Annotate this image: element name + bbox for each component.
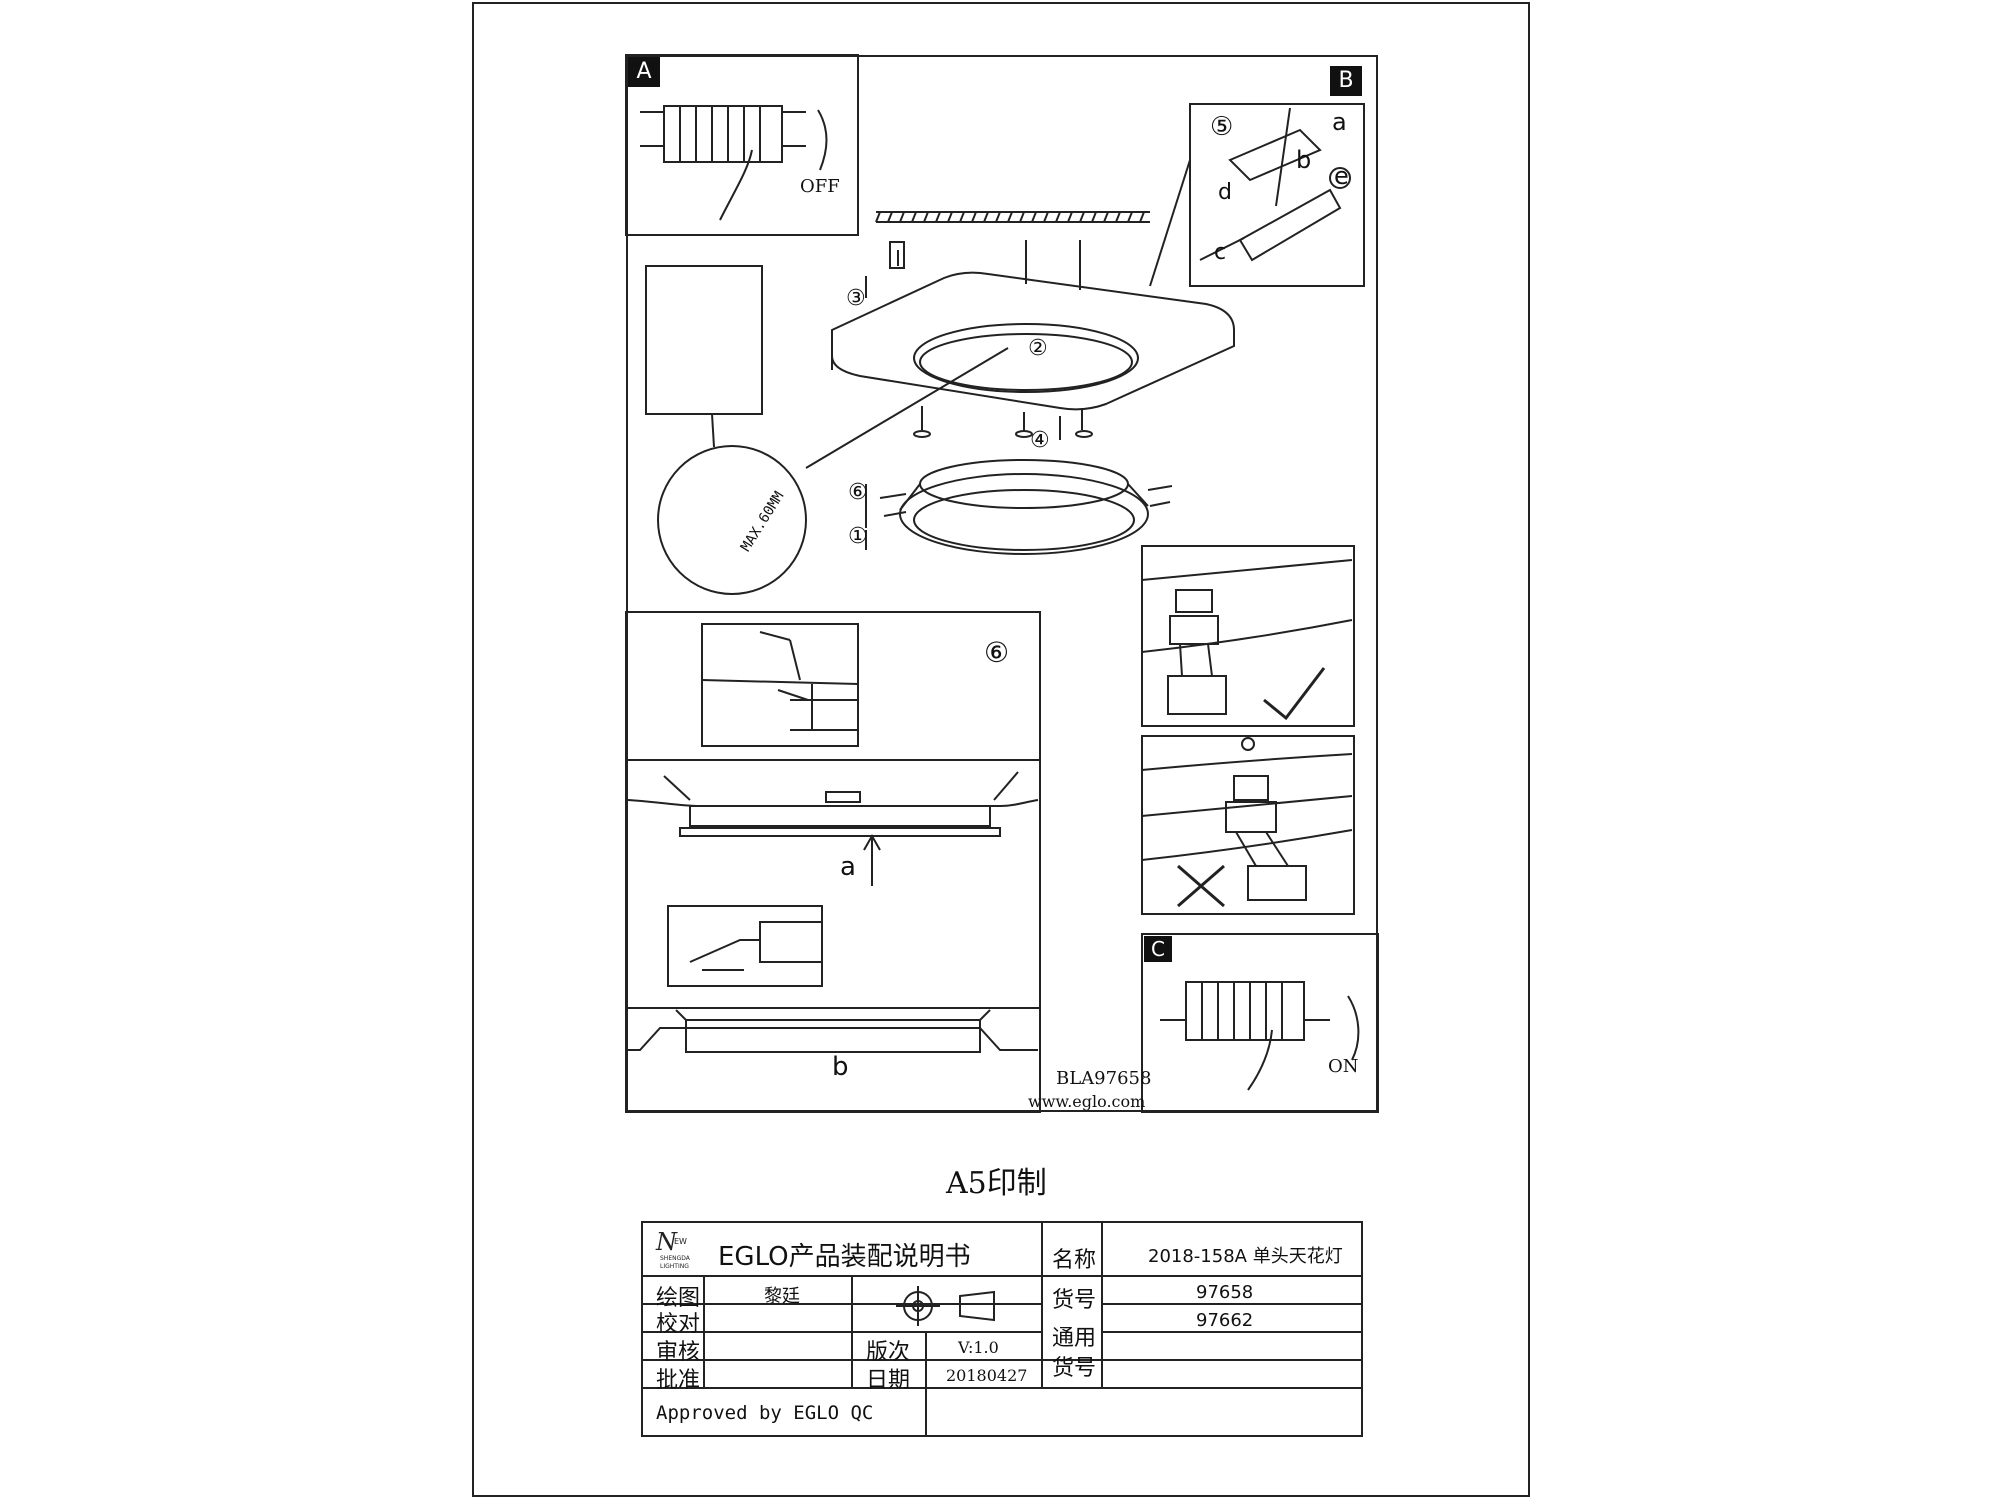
doc-title: EGLO产品装配说明书: [718, 1242, 971, 1272]
approve-label: 批准: [656, 1368, 701, 1393]
section-b: [628, 1009, 1038, 1053]
common-label-2: 货号: [1052, 1356, 1097, 1381]
check-label: 校对: [656, 1312, 701, 1337]
approved-by: Approved by EGLO QC: [656, 1402, 874, 1424]
common-value-1: 97662: [1196, 1310, 1254, 1331]
wire-a-label: a: [1332, 108, 1347, 136]
review-label: 审核: [656, 1340, 701, 1365]
breaker-block-c: [1160, 981, 1360, 1091]
off-label: OFF: [800, 176, 840, 197]
round-downlight: [865, 459, 1173, 555]
wire-d-label: d: [1218, 180, 1232, 205]
svg-text:N: N: [655, 1228, 678, 1256]
item-value: 97658: [1196, 1282, 1254, 1303]
clip-correct-frame: [1141, 545, 1355, 727]
step-5-marker: ⑤: [1210, 112, 1234, 142]
ceiling-hatch: [875, 211, 1150, 223]
wire-c-label: c: [1214, 240, 1227, 265]
wire-e-label: e: [1334, 162, 1349, 190]
name-value: 2018-158A 单头天花灯: [1148, 1246, 1343, 1267]
website: www.eglo.com: [1028, 1092, 1146, 1111]
section-b-label: b: [832, 1052, 849, 1082]
section-a-label: a: [840, 852, 856, 882]
wire-b-label: b: [1296, 146, 1312, 174]
wire-strip-inset: [645, 265, 763, 415]
step-2-marker: ②: [1028, 336, 1048, 361]
step-6-marker: ⑥: [848, 480, 868, 505]
section-a: [627, 771, 1039, 886]
date-value: 20180427: [946, 1366, 1028, 1385]
panel-b-detail-frame: [1189, 103, 1365, 287]
step-4-marker: ④: [1030, 428, 1050, 453]
inset-details: [689, 631, 859, 971]
clip-correct: [1141, 559, 1353, 721]
panel-c-frame: [1141, 933, 1379, 1113]
step-c-label: C: [1144, 936, 1172, 962]
step-6-panel-marker: ⑥: [984, 636, 1010, 669]
step-3-marker: ③: [846, 286, 866, 311]
panel-6-frame: [625, 611, 1041, 1113]
wire-zoom-circle: [657, 445, 807, 595]
step-1-marker: ①: [848, 524, 868, 549]
company-logo: N EW SHENGDA LIGHTING: [652, 1228, 708, 1272]
svg-text:EW: EW: [674, 1237, 687, 1246]
clip-wrong: [1141, 737, 1353, 908]
breaker-block-a: [640, 105, 828, 221]
model-code: BLA97658: [1056, 1068, 1152, 1089]
drawn-value: 黎廷: [764, 1286, 800, 1307]
svg-text:SHENGDA: SHENGDA: [660, 1255, 691, 1262]
name-label: 名称: [1052, 1248, 1097, 1273]
item-label: 货号: [1052, 1288, 1097, 1313]
version-label: 版次: [866, 1340, 911, 1365]
version-value: V:1.0: [958, 1338, 999, 1357]
page-border: [472, 2, 1530, 1497]
common-label-1: 通用: [1052, 1326, 1097, 1351]
step-a-label: A: [628, 57, 660, 87]
mounting-frame: [831, 240, 1235, 440]
drawn-label: 绘图: [656, 1286, 701, 1311]
svg-text:LIGHTING: LIGHTING: [660, 1263, 689, 1270]
terminal-block-detail: [1199, 107, 1351, 262]
date-label: 日期: [866, 1368, 911, 1393]
clip-detail-inset: [701, 623, 859, 747]
on-label: ON: [1328, 1056, 1359, 1077]
panel-a-frame: [625, 54, 859, 236]
step-b-label: B: [1330, 66, 1362, 96]
clip-wrong-frame: [1141, 735, 1355, 915]
print-note: A5印制: [946, 1166, 1047, 1201]
